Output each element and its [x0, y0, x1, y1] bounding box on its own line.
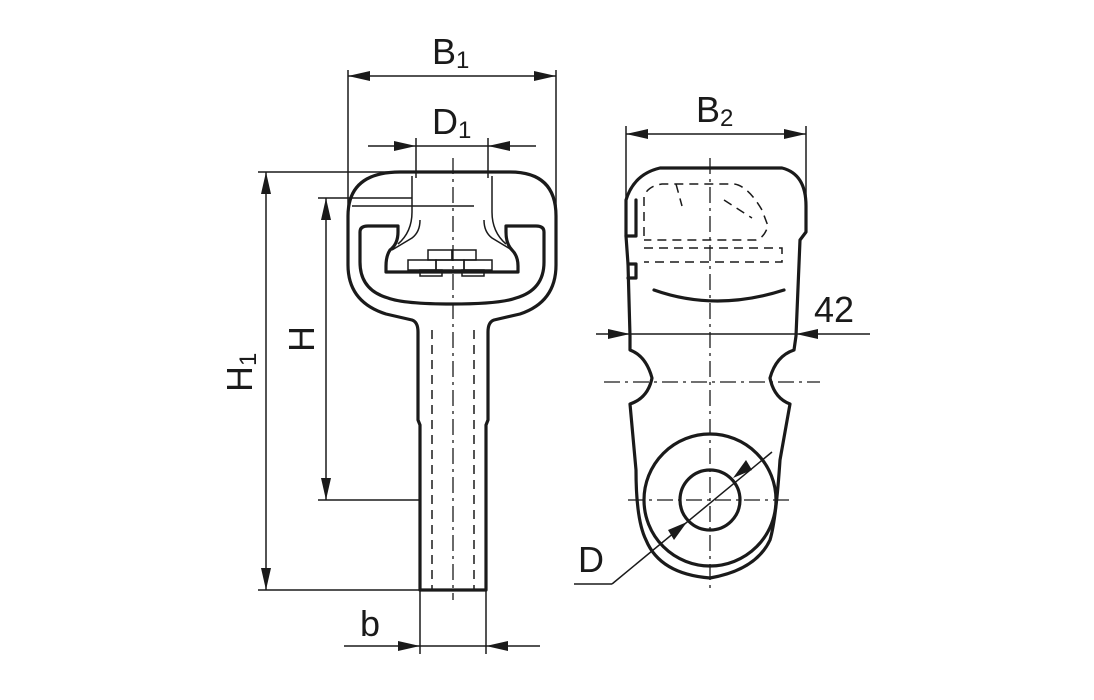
label-d1-sub: 1 [458, 117, 471, 144]
side-hidden-pocket [643, 183, 783, 263]
label-b: b [360, 603, 380, 644]
dimension-d: D [574, 451, 773, 585]
label-42: 42 [814, 289, 854, 330]
stud-1 [407, 259, 437, 271]
dimension-d1: D1 [368, 101, 536, 151]
arrow-d1-right [488, 141, 510, 151]
arrow-d-upper [733, 460, 752, 478]
label-b2-main: B [696, 89, 720, 130]
arrow-b1-right [534, 71, 556, 81]
dimension-h1: H1 [219, 172, 271, 590]
side-extension-lines [625, 126, 807, 236]
stud-6 [419, 269, 443, 277]
stud-blocks [407, 249, 493, 277]
label-h1-main: H [219, 366, 260, 392]
arrow-h1-bottom [261, 568, 271, 590]
side-hidden-ridge [675, 183, 753, 219]
side-arc [652, 288, 786, 303]
dimension-42: 42 [596, 289, 870, 339]
arrow-d1-left [394, 141, 416, 151]
stud-4 [427, 249, 453, 261]
stud-7 [461, 269, 485, 277]
side-view [604, 158, 820, 588]
stud-5 [451, 249, 477, 261]
dimension-b1: B1 [348, 31, 556, 81]
arrow-42-left [608, 329, 630, 339]
arrow-b-left [398, 641, 420, 651]
label-h: H [281, 326, 322, 352]
arrow-h1-top [261, 172, 271, 194]
side-outline [624, 166, 808, 580]
arrow-b-right [486, 641, 508, 651]
front-view [346, 158, 558, 600]
dimension-h: H [281, 198, 331, 500]
arrow-b2-left [626, 129, 648, 139]
label-b2: B2 [696, 89, 733, 132]
label-b1-sub: 1 [456, 47, 469, 74]
dimension-b2: B2 [626, 89, 806, 139]
stud-3 [463, 259, 493, 271]
arrow-b2-right [784, 129, 806, 139]
dim-leader-d [611, 451, 773, 585]
arrow-h-top [321, 198, 331, 220]
label-b2-sub: 2 [720, 105, 733, 132]
stud-2 [435, 259, 465, 271]
arrow-h-bottom [321, 478, 331, 500]
front-extension-lines [258, 70, 557, 654]
tongue-bars [391, 176, 513, 251]
arrow-d-lower [668, 522, 687, 540]
arrow-42-right [796, 329, 818, 339]
label-d1: D1 [432, 101, 471, 144]
arrow-b1-left [348, 71, 370, 81]
label-h1: H1 [219, 353, 262, 392]
label-d1-main: D [432, 101, 458, 142]
label-b1: B1 [432, 31, 469, 74]
side-slot [624, 198, 638, 280]
label-d: D [578, 539, 604, 580]
label-h1-sub: 1 [235, 353, 262, 366]
label-b1-main: B [432, 31, 456, 72]
head-outline [346, 170, 558, 592]
dimension-b: b [344, 603, 540, 651]
head-cavity [358, 224, 546, 306]
